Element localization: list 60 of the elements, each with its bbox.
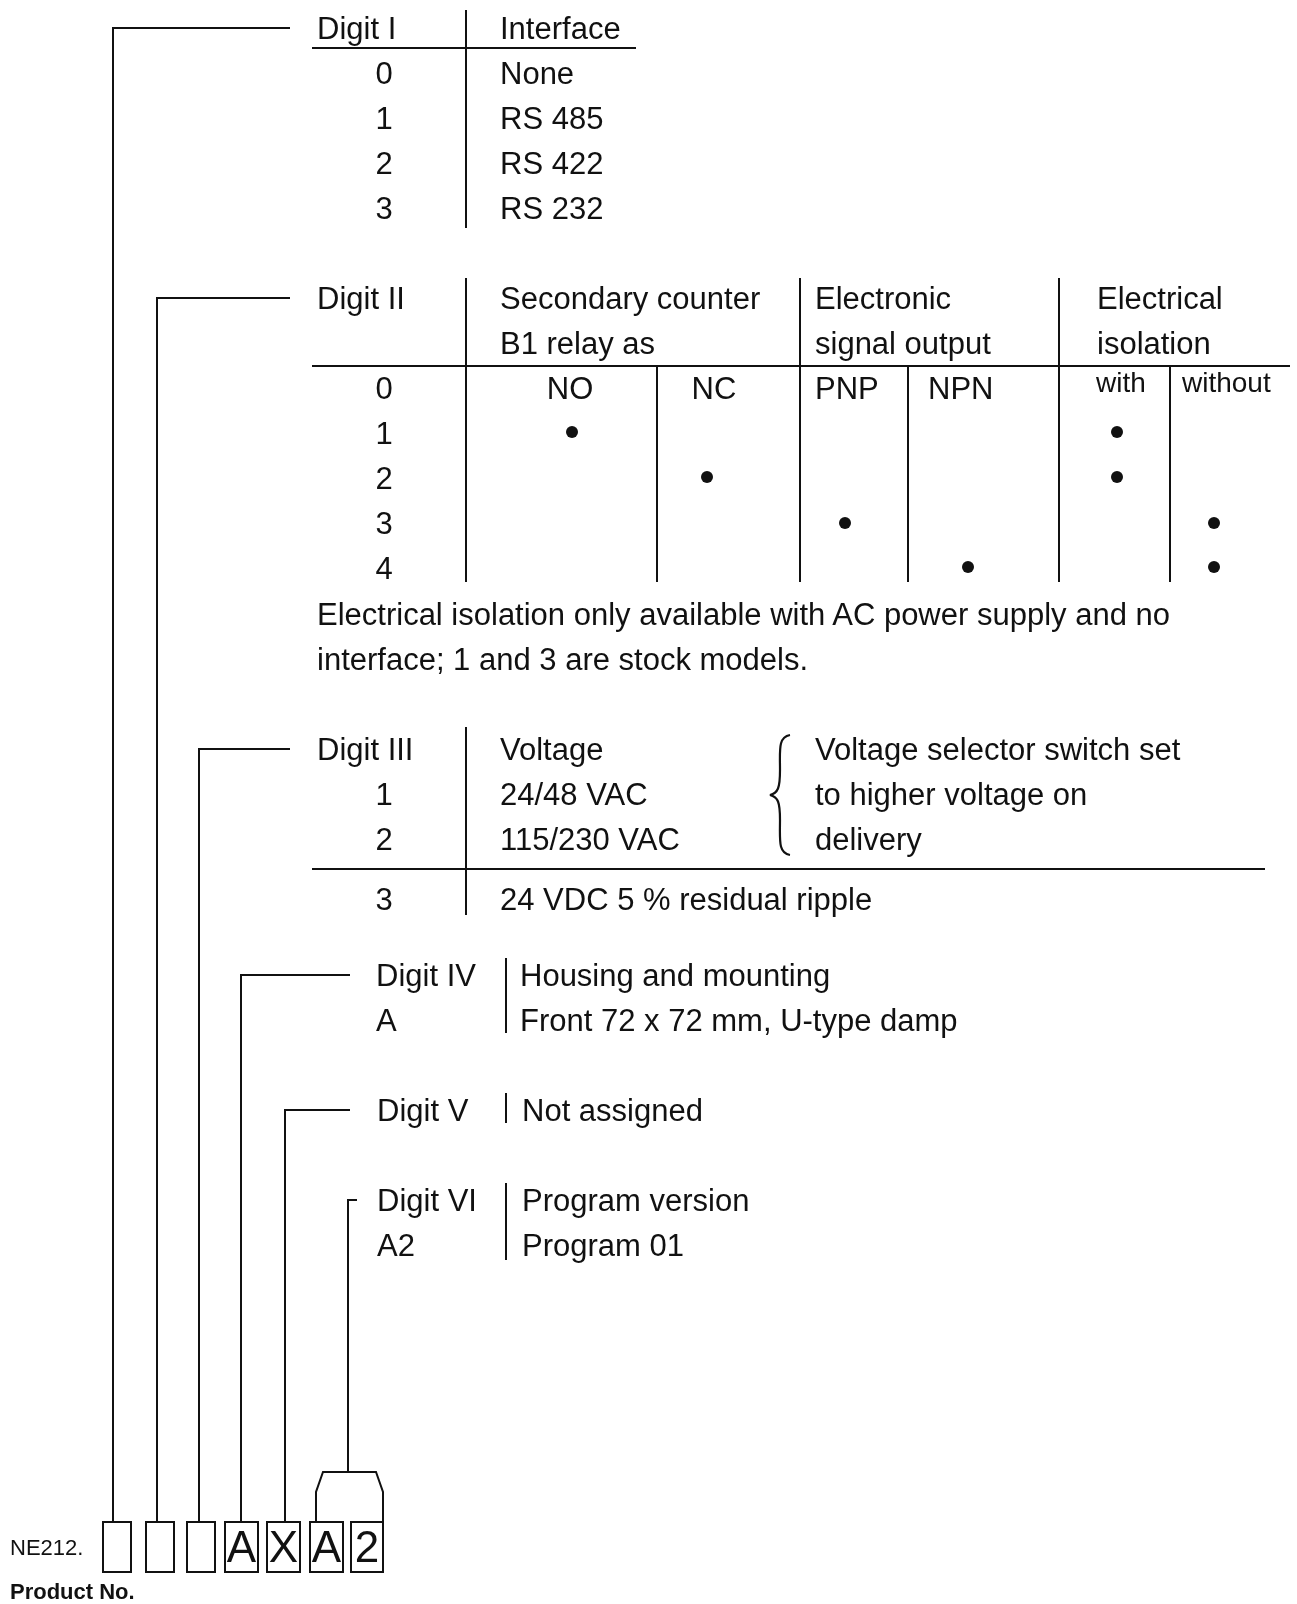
digit-heading: Digit VI <box>377 1178 477 1223</box>
code-character-box: A <box>224 1521 259 1573</box>
note-text: Voltage selector switch set to higher voltage on delivery <box>815 731 1182 859</box>
code-value: 1 <box>374 415 394 453</box>
option-text: RS 422 <box>500 145 604 183</box>
leader-line <box>156 297 291 1522</box>
column-header: NPN <box>928 370 994 408</box>
leader-line <box>198 748 291 1522</box>
digit-heading: Digit V <box>377 1088 469 1133</box>
code-value: 3 <box>374 190 394 228</box>
digit-heading: Digit I <box>317 6 397 51</box>
column-header: without <box>1182 368 1271 398</box>
column-header: Interface <box>500 10 621 48</box>
column-header: with <box>1096 368 1146 398</box>
column-header: NC <box>690 370 738 408</box>
column-header: Electronic signal output <box>815 280 992 363</box>
column-header: Program version <box>522 1182 750 1220</box>
digit-heading: Digit II <box>317 276 405 321</box>
code-box <box>102 1521 132 1573</box>
option-text: Program 01 <box>522 1227 684 1265</box>
code-value: 2 <box>374 145 394 183</box>
caption-text: Product No. <box>10 1578 135 1604</box>
option-text: 115/230 VAC <box>500 821 680 859</box>
column-header: PNP <box>815 370 879 408</box>
leader-line <box>240 974 351 1522</box>
code-value: 3 <box>374 881 394 919</box>
option-text: 24/48 VAC <box>500 776 648 814</box>
leader-line <box>112 27 291 1522</box>
code-box <box>145 1521 175 1573</box>
leader-line <box>284 1109 351 1522</box>
option-text: 24 VDC 5 % residual ripple <box>500 881 873 919</box>
code-value: 4 <box>374 550 394 588</box>
column-header: Voltage <box>500 731 604 769</box>
option-text: RS 485 <box>500 100 604 138</box>
product-number-prefix: NE212. <box>10 1534 84 1562</box>
column-header: Secondary counter B1 relay as <box>500 280 762 363</box>
code-character-box: 2 <box>350 1521 384 1573</box>
code-value: 1 <box>374 100 394 138</box>
digit-heading: Digit III <box>317 727 414 772</box>
leader-line <box>347 1199 384 1522</box>
code-value: A2 <box>377 1227 415 1265</box>
code-character-box: X <box>266 1521 301 1573</box>
code-value: 1 <box>374 776 394 814</box>
code-value: A <box>376 1002 397 1040</box>
code-character-box: A <box>309 1521 344 1573</box>
code-value: 2 <box>374 821 394 859</box>
option-text: Front 72 x 72 mm, U-type damp <box>520 1002 958 1040</box>
code-box <box>186 1521 216 1573</box>
code-value: 0 <box>374 370 394 408</box>
code-value: 3 <box>374 505 394 543</box>
option-text: RS 232 <box>500 190 604 228</box>
option-text: Not assigned <box>522 1092 703 1130</box>
column-header: Housing and mounting <box>520 957 831 995</box>
digit-heading: Digit IV <box>376 953 476 998</box>
code-value: 0 <box>374 55 394 93</box>
column-header: Electrical isolation <box>1097 280 1224 363</box>
option-text: None <box>500 55 575 93</box>
column-header: NO <box>545 370 595 408</box>
code-value: 2 <box>374 460 394 498</box>
footnote-text: Electrical isolation only available with AC power supply and no interface; 1 and 3 are stock models. <box>317 596 1171 679</box>
